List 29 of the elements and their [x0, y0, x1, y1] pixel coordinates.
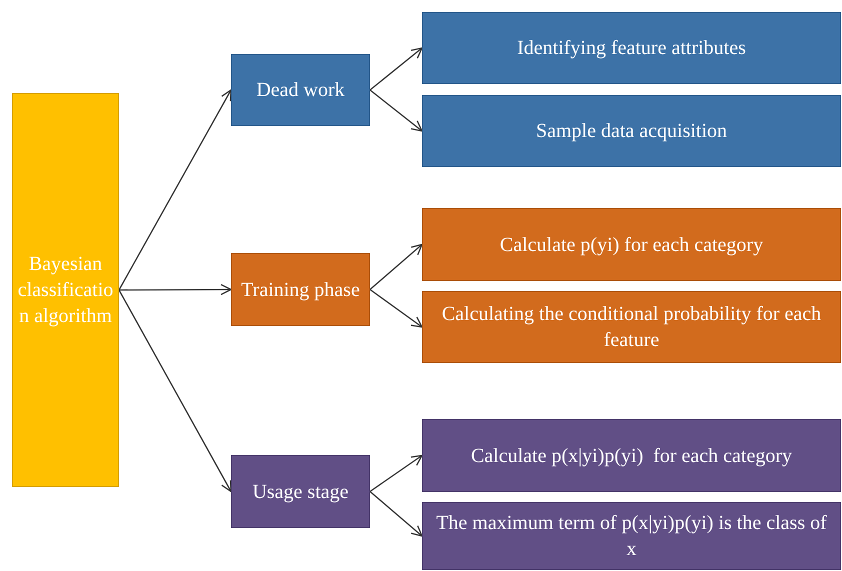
box-label: Training phase — [241, 278, 360, 302]
box-label: Sample data acquisition — [536, 119, 728, 144]
process-box — [422, 95, 841, 167]
process-box — [231, 253, 370, 326]
root-box — [12, 93, 119, 487]
process-box — [422, 208, 841, 281]
process-box — [231, 54, 370, 126]
process-box — [422, 291, 841, 363]
box-label: Dead work — [256, 78, 345, 103]
process-box — [422, 12, 841, 84]
box-label: Identifying feature attributes — [517, 36, 746, 61]
arrow — [370, 47, 423, 90]
arrow — [118, 89, 232, 290]
box-label: Calculate p(x|yi)p(yi) for each category — [470, 444, 792, 468]
box-label: The maximum term of p(x|yi)p(yi) is the class of x — [435, 511, 828, 562]
box-label: Calculating the conditional probability for each feature — [440, 302, 822, 353]
process-box — [422, 502, 841, 570]
process-box — [231, 455, 370, 528]
arrow — [370, 288, 423, 328]
box-label: Bayesian classification algorithm — [16, 252, 114, 329]
arrow — [370, 89, 423, 132]
arrow — [370, 244, 423, 290]
box-label: Calculate p(yi) for each category — [500, 232, 764, 258]
process-box — [422, 419, 841, 492]
arrow — [118, 290, 232, 492]
arrow — [370, 491, 423, 537]
arrow — [370, 454, 423, 492]
box-label: Usage stage — [252, 480, 349, 504]
arrow — [119, 284, 232, 296]
